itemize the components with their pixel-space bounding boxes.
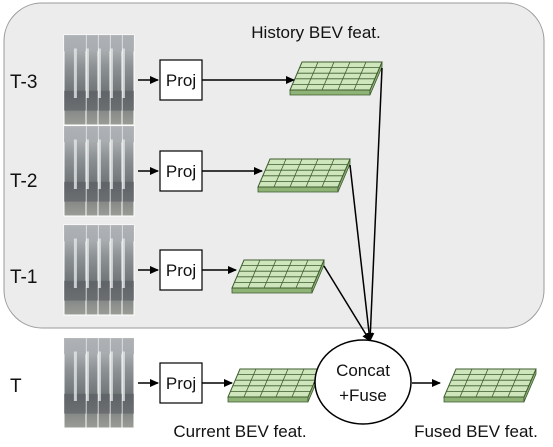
time-step-label: T bbox=[10, 376, 22, 397]
time-step-row: T-3 Proj bbox=[10, 34, 383, 126]
history-to-fusion-arrow bbox=[349, 164, 374, 342]
history-to-fusion-arrow bbox=[323, 265, 371, 342]
current-bev-label: Current BEV feat. bbox=[173, 422, 306, 441]
fused-bev-grid bbox=[443, 368, 537, 403]
camera-image-stack bbox=[63, 34, 135, 126]
history-to-fusion-arrow bbox=[366, 67, 383, 342]
camera-frame bbox=[63, 125, 87, 217]
arrows-layer bbox=[313, 67, 441, 387]
proj-box: Proj bbox=[159, 150, 203, 192]
camera-frame bbox=[63, 34, 87, 126]
camera-image-stack bbox=[63, 337, 135, 429]
time-step-row: T Proj bbox=[10, 337, 321, 429]
proj-box: Proj bbox=[159, 249, 203, 291]
bev-feature-grid bbox=[231, 259, 325, 294]
time-step-row: T-2 Proj bbox=[10, 125, 351, 217]
proj-box: Proj bbox=[159, 59, 203, 101]
proj-box: Proj bbox=[159, 362, 203, 404]
proj-label: Proj bbox=[166, 374, 196, 393]
concat-fuse-node: Concat +Fuse bbox=[314, 339, 412, 425]
proj-label: Proj bbox=[166, 162, 196, 181]
proj-label: Proj bbox=[166, 261, 196, 280]
time-step-label: T-1 bbox=[10, 267, 37, 288]
time-step-label: T-3 bbox=[10, 72, 37, 93]
concat-label: Concat bbox=[336, 361, 390, 380]
history-bev-label: History BEV feat. bbox=[251, 23, 380, 42]
camera-image-stack bbox=[63, 224, 135, 316]
time-step-row: T-1 Proj bbox=[10, 224, 325, 316]
bev-feature-grid bbox=[257, 158, 351, 193]
camera-frame bbox=[63, 224, 87, 316]
proj-label: Proj bbox=[166, 71, 196, 90]
camera-frame bbox=[63, 337, 87, 429]
fused-bev-label: Fused BEV feat. bbox=[414, 422, 538, 441]
bev-feature-grid bbox=[289, 61, 383, 96]
time-step-label: T-2 bbox=[10, 171, 37, 192]
camera-image-stack bbox=[63, 125, 135, 217]
fuse-label: +Fuse bbox=[339, 386, 387, 405]
bev-feature-grid bbox=[227, 368, 321, 403]
